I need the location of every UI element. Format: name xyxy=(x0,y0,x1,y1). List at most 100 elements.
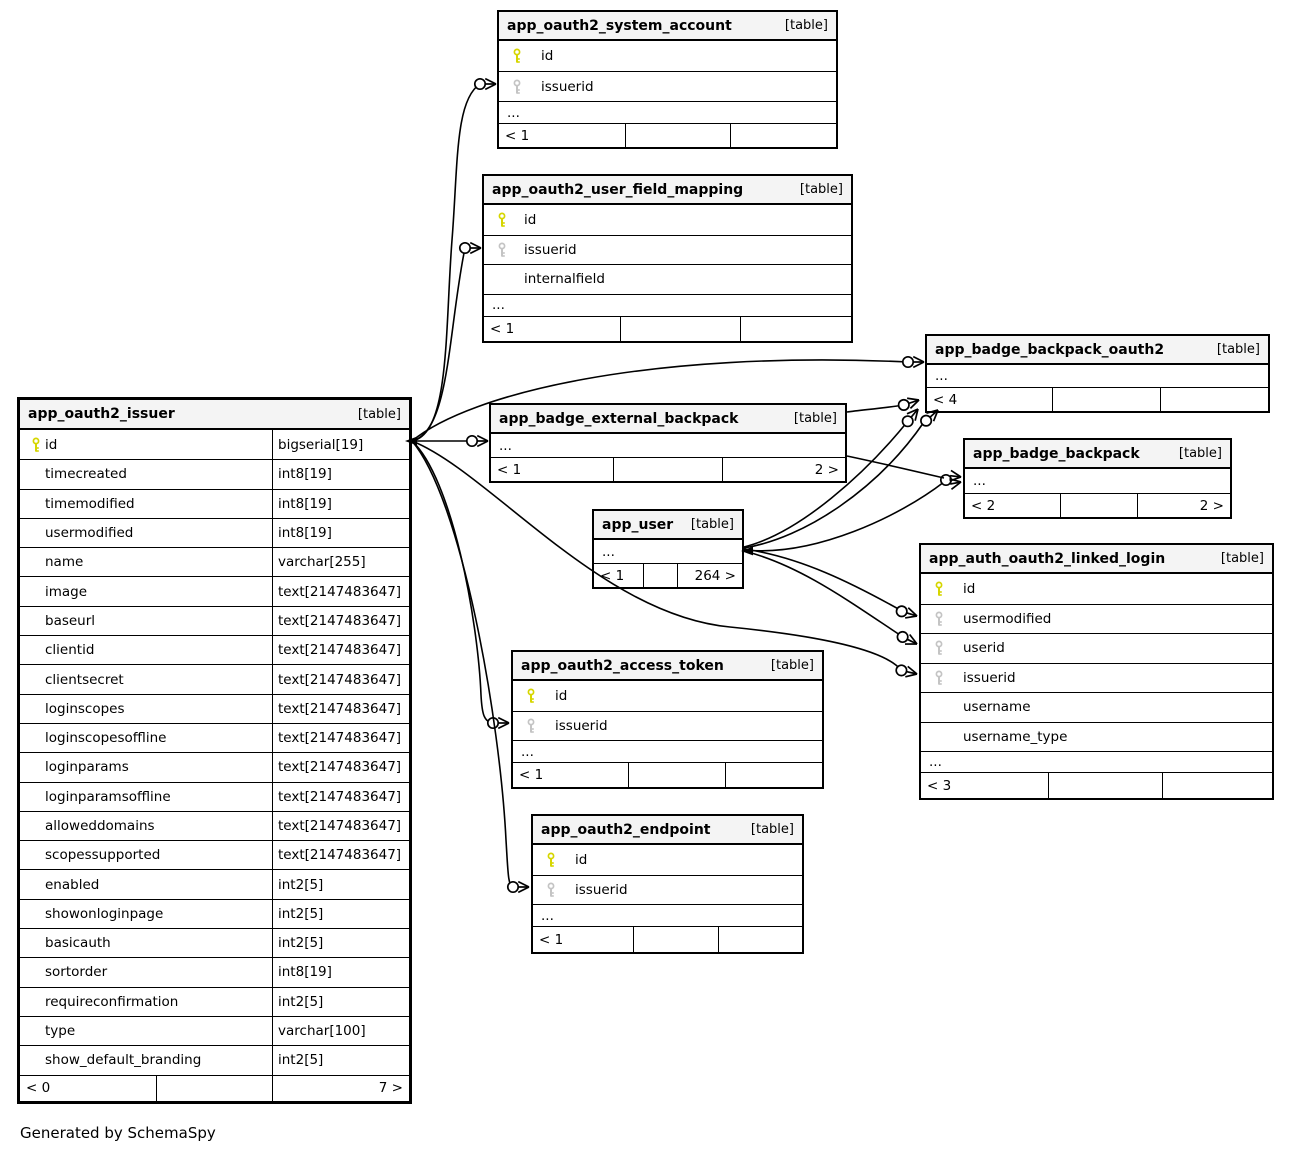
column-name: id xyxy=(541,48,554,64)
column-row-usermodified: usermodified xyxy=(921,603,1272,634)
ellipsis-label: ... xyxy=(935,368,948,384)
table-header[interactable]: app_auth_oauth2_linked_login[table] xyxy=(921,545,1272,574)
table-header[interactable]: app_oauth2_issuer[table] xyxy=(20,400,409,430)
column-row-id: id xyxy=(533,845,802,875)
table-name: app_oauth2_endpoint xyxy=(541,821,711,838)
column-type: int2[5] xyxy=(272,987,409,1016)
primary-key-icon xyxy=(512,48,522,64)
column-row-issuerid: issuerid xyxy=(921,662,1272,693)
column-type: text[2147483647] xyxy=(272,665,409,694)
more-columns-ellipsis: ... xyxy=(594,540,742,563)
column-name: show_default_branding xyxy=(45,1052,202,1069)
column-name: loginscopesoffline xyxy=(45,730,167,747)
footer-child-count xyxy=(730,124,836,147)
column-row-userid: userid xyxy=(921,633,1272,663)
footer-parent-count: < 3 xyxy=(927,777,952,794)
column-name: basicauth xyxy=(45,935,111,952)
column-row-issuerid: issuerid xyxy=(533,874,802,905)
column-name: issuerid xyxy=(555,717,608,734)
more-columns-ellipsis: ... xyxy=(921,751,1272,772)
foreign-key-icon xyxy=(934,611,944,627)
generated-by-label: Generated by SchemaSpy xyxy=(20,1124,216,1142)
column-name: clientid xyxy=(45,642,95,659)
more-columns-ellipsis: ... xyxy=(927,365,1268,387)
primary-key-icon xyxy=(526,688,536,704)
table-name: app_oauth2_system_account xyxy=(507,17,732,34)
column-row-id: id xyxy=(499,41,836,71)
column-row-basicauth: basicauth int2[5] xyxy=(20,928,409,958)
more-columns-ellipsis: ... xyxy=(965,469,1230,493)
edge-app_oauth2_issuer-to-app_oauth2_user_field_mapping-issuerid xyxy=(411,241,482,442)
column-type: text[2147483647] xyxy=(272,636,409,665)
column-row-username: username xyxy=(921,692,1272,722)
ellipsis-label: ... xyxy=(499,437,512,454)
table-header[interactable]: app_badge_backpack_oauth2[table] xyxy=(927,336,1268,365)
table-name: app_oauth2_user_field_mapping xyxy=(492,181,744,198)
column-row-clientsecret: clientsecret text[2147483647] xyxy=(20,664,409,694)
column-row-clientid: clientid text[2147483647] xyxy=(20,635,409,665)
footer-parent-count: < 1 xyxy=(497,461,522,478)
column-type: text[2147483647] xyxy=(272,753,409,782)
column-type: int2[5] xyxy=(272,929,409,958)
footer-child-count xyxy=(1160,388,1268,411)
table-type-badge: [table] xyxy=(357,406,401,422)
primary-key-icon xyxy=(497,212,507,228)
column-name: id xyxy=(45,436,58,453)
table-app_badge_external_backpack[interactable]: app_badge_external_backpack[table]... < 1… xyxy=(489,403,847,483)
column-row-internalfield: internalfield xyxy=(484,264,851,294)
footer-child-count xyxy=(718,927,802,952)
edge-app_user-to-app_auth_oauth2_linked_login-usermodified xyxy=(743,548,918,619)
column-name: clientsecret xyxy=(45,671,124,688)
column-row-username_type: username_type xyxy=(921,721,1272,752)
table-name: app_user xyxy=(602,516,674,533)
edge-app_badge_external_backpack-to-app_badge_backpack xyxy=(846,455,962,482)
table-type-badge: [table] xyxy=(799,182,843,197)
table-name: app_oauth2_access_token xyxy=(521,657,724,674)
table-header[interactable]: app_oauth2_endpoint[table] xyxy=(533,816,802,845)
ellipsis-label: ... xyxy=(973,473,986,489)
footer-parent-count: < 4 xyxy=(933,391,958,408)
footer-child-count: 7 > xyxy=(272,1075,409,1101)
column-name: image xyxy=(45,583,88,600)
column-name: loginparamsoffline xyxy=(45,788,171,805)
column-type: int2[5] xyxy=(272,899,409,929)
table-header[interactable]: app_oauth2_access_token[table] xyxy=(513,652,822,681)
more-columns-ellipsis: ... xyxy=(513,740,822,762)
table-header[interactable]: app_oauth2_system_account[table] xyxy=(499,12,836,41)
table-app_badge_backpack_oauth2[interactable]: app_badge_backpack_oauth2[table]... < 4 xyxy=(925,334,1270,413)
table-header[interactable]: app_badge_external_backpack[table] xyxy=(491,405,845,434)
table-header[interactable]: app_user[table] xyxy=(594,511,742,540)
table-header[interactable]: app_badge_backpack[table] xyxy=(965,440,1230,469)
column-name: loginscopes xyxy=(45,700,125,717)
column-type: varchar[255] xyxy=(272,548,409,577)
foreign-key-icon xyxy=(934,670,944,686)
primary-key-icon xyxy=(934,581,944,597)
footer-middle-cell xyxy=(620,316,740,341)
foreign-key-icon xyxy=(546,882,556,898)
footer-parent-count: < 0 xyxy=(26,1080,51,1097)
column-row-issuerid: issuerid xyxy=(513,710,822,741)
column-name: issuerid xyxy=(963,669,1016,686)
foreign-key-icon xyxy=(497,242,507,258)
table-header[interactable]: app_oauth2_user_field_mapping [table] xyxy=(484,176,851,205)
column-name: id xyxy=(524,211,537,228)
column-name: type xyxy=(45,1023,76,1040)
column-type: text[2147483647] xyxy=(272,782,409,811)
